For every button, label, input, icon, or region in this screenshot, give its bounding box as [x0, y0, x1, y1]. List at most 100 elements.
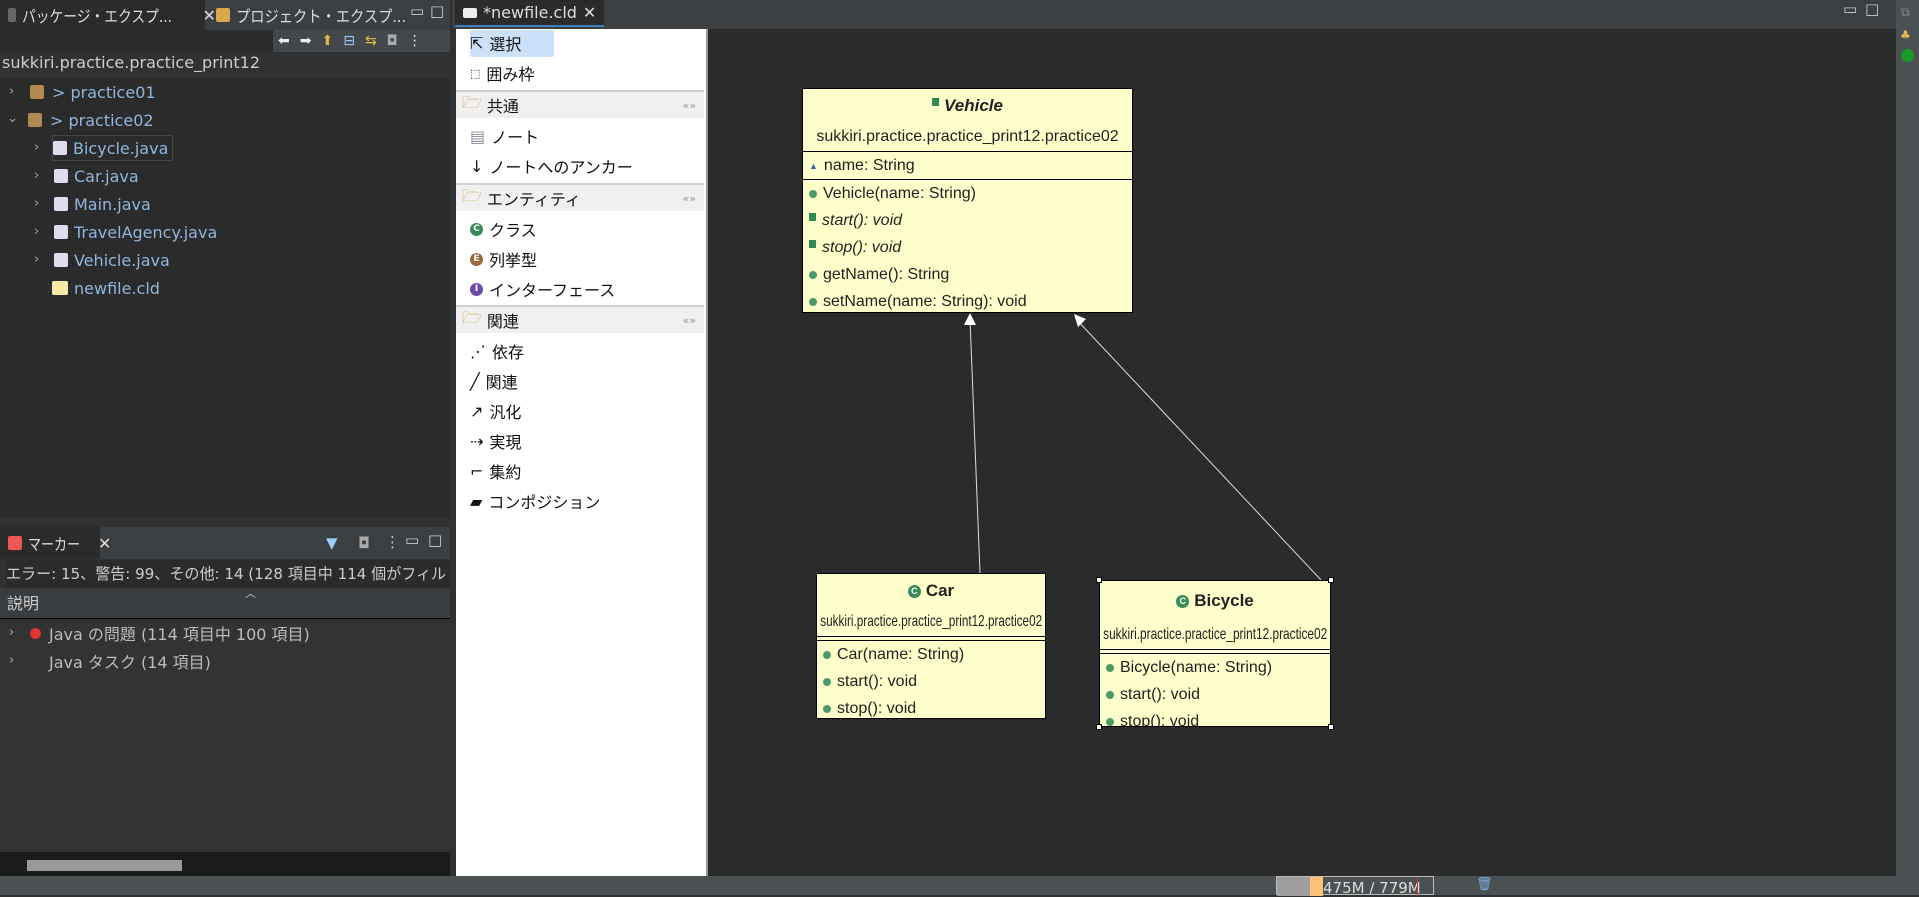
- team-icon[interactable]: ♣: [1900, 28, 1911, 42]
- palette-item-realization[interactable]: ⇢実現: [470, 431, 522, 453]
- expand-icon[interactable]: ›: [9, 625, 15, 640]
- expand-icon[interactable]: ›: [34, 224, 40, 239]
- resize-handle[interactable]: [1328, 577, 1334, 583]
- operation-row[interactable]: stop(): void: [1100, 708, 1330, 735]
- palette-item-generalization[interactable]: ↗汎化: [470, 401, 522, 423]
- palette-item-note[interactable]: ▤ノート: [470, 126, 540, 148]
- attribute-row[interactable]: ▲name: String: [809, 156, 915, 174]
- note-icon: ▤: [470, 126, 486, 146]
- tree-item-travelagency-java[interactable]: TravelAgency.java: [54, 219, 217, 245]
- expand-icon[interactable]: ›: [34, 140, 40, 155]
- anchor-arrow-icon: ↓: [470, 156, 484, 176]
- palette-group-common[interactable]: 🗁共通«»: [456, 90, 704, 118]
- minimize-icon[interactable]: ▭: [405, 531, 420, 549]
- maximize-icon[interactable]: □: [428, 531, 443, 549]
- back-icon[interactable]: ⬅: [278, 33, 290, 49]
- close-icon[interactable]: ✕: [582, 3, 597, 22]
- pin-icon[interactable]: «»: [682, 313, 696, 327]
- pin-icon[interactable]: «»: [682, 191, 696, 205]
- tab-markers[interactable]: マーカー✕: [0, 527, 111, 559]
- right-trim-stack: ⧉ ♣: [1896, 0, 1919, 876]
- expand-icon[interactable]: ›: [34, 196, 40, 211]
- maximize-icon[interactable]: □: [430, 2, 445, 20]
- palette-tool-marquee[interactable]: ⬚囲み枠: [470, 65, 535, 84]
- operation-row[interactable]: Bicycle(name: String): [1100, 654, 1330, 681]
- close-icon[interactable]: ✕: [98, 533, 112, 553]
- markers-row-java-tasks[interactable]: Java タスク (14 項目): [49, 653, 211, 672]
- tree-item-bicycle-java[interactable]: Bicycle.java: [52, 135, 174, 161]
- tree-item-vehicle-java[interactable]: Vehicle.java: [54, 247, 170, 273]
- tree-item-newfile-cld[interactable]: newfile.cld: [52, 275, 160, 301]
- view-filter-icon[interactable]: ◘: [358, 534, 370, 552]
- palette-item-composition[interactable]: ▰コンポジション: [470, 491, 601, 513]
- resize-handle[interactable]: [1328, 724, 1334, 730]
- minimize-icon[interactable]: ▭: [410, 2, 425, 20]
- palette-group-entity[interactable]: 🗁エンティティ«»: [456, 183, 704, 211]
- expand-icon[interactable]: ›: [34, 168, 40, 183]
- link-editor-icon[interactable]: ⇆: [364, 33, 377, 49]
- garbage-collect-icon[interactable]: 🗑: [1476, 877, 1493, 892]
- palette-item-dependency[interactable]: ⋰依存: [470, 341, 525, 363]
- forward-icon[interactable]: ➡: [299, 33, 312, 49]
- view-menu-icon[interactable]: ⋮: [407, 33, 422, 49]
- pin-icon[interactable]: «»: [682, 98, 696, 112]
- restore-icon[interactable]: ⧉: [1901, 5, 1910, 19]
- tree-item-car-java[interactable]: Car.java: [54, 163, 139, 189]
- bicycle-generalization-line[interactable]: [1075, 318, 1322, 581]
- power-icon[interactable]: [1901, 49, 1914, 62]
- public-method-icon: [809, 297, 817, 306]
- column-header-description[interactable]: 説明︿: [0, 587, 450, 619]
- close-icon[interactable]: ✕: [202, 5, 216, 25]
- palette-splitter[interactable]: [704, 29, 708, 876]
- markers-row-java-problems[interactable]: Java の問題 (114 項目中 100 項目): [30, 620, 310, 646]
- view-filter-icon[interactable]: ◘: [386, 33, 398, 49]
- tree-item-practice02[interactable]: > practice02: [28, 107, 154, 133]
- collapse-all-icon[interactable]: ⊟: [343, 33, 355, 49]
- class-vehicle[interactable]: Vehicle sukkiri.practice.practice_print1…: [802, 88, 1133, 313]
- operation-row[interactable]: stop(): void: [803, 234, 1132, 261]
- operation-row[interactable]: setName(name: String): void: [803, 288, 1132, 315]
- diagram-canvas[interactable]: Vehicle sukkiri.practice.practice_print1…: [708, 29, 1896, 876]
- tab-project-explorer[interactable]: プロジェクト・エクスプ...: [208, 0, 435, 30]
- operation-row[interactable]: start(): void: [803, 207, 1132, 234]
- tree-item-main-java[interactable]: Main.java: [54, 191, 151, 217]
- maximize-icon[interactable]: □: [1865, 0, 1880, 18]
- scrollbar-thumb[interactable]: [27, 860, 182, 871]
- resize-handle[interactable]: [1096, 577, 1102, 583]
- car-generalization-line[interactable]: [969, 318, 981, 574]
- palette-item-note-anchor[interactable]: ↓ノートへのアンカー: [470, 156, 633, 178]
- collapse-icon[interactable]: ⌄: [7, 111, 18, 126]
- palette-group-relations[interactable]: 🗁関連«»: [456, 305, 704, 333]
- public-method-icon: [823, 704, 831, 713]
- expand-icon[interactable]: ›: [9, 84, 15, 99]
- expand-icon[interactable]: ›: [34, 252, 40, 267]
- expand-icon[interactable]: ›: [9, 653, 15, 668]
- palette-tool-select[interactable]: [470, 30, 554, 57]
- tree-item-practice01[interactable]: > practice01: [30, 79, 156, 105]
- up-icon[interactable]: ⬆: [321, 33, 334, 49]
- operation-row[interactable]: Car(name: String): [817, 641, 1045, 668]
- generalization-arrowhead: [1074, 314, 1086, 327]
- public-method-icon: [823, 677, 831, 686]
- palette-item-aggregation[interactable]: ⌐集約: [470, 461, 522, 483]
- operation-row[interactable]: getName(): String: [803, 261, 1132, 288]
- operation-row[interactable]: Vehicle(name: String): [803, 180, 1132, 207]
- horizontal-scrollbar[interactable]: [0, 852, 450, 876]
- view-menu-icon[interactable]: ⋮: [385, 533, 400, 551]
- heap-status[interactable]: 475M / 779M: [1276, 876, 1434, 897]
- resize-handle[interactable]: [1096, 724, 1102, 730]
- palette-item-association[interactable]: ╱関連: [470, 371, 518, 393]
- operation-row[interactable]: start(): void: [1100, 681, 1330, 708]
- palette-tool-select-label[interactable]: ⇱選択: [470, 33, 522, 55]
- minimize-icon[interactable]: ▭: [1843, 0, 1858, 18]
- operation-row[interactable]: start(): void: [817, 668, 1045, 695]
- tab-package-explorer[interactable]: パッケージ・エクスプ...✕: [0, 0, 216, 30]
- tab-newfile-cld[interactable]: *newfile.cld✕: [455, 0, 605, 27]
- filter-icon[interactable]: ▼: [326, 534, 338, 552]
- operation-row[interactable]: stop(): void: [817, 695, 1045, 722]
